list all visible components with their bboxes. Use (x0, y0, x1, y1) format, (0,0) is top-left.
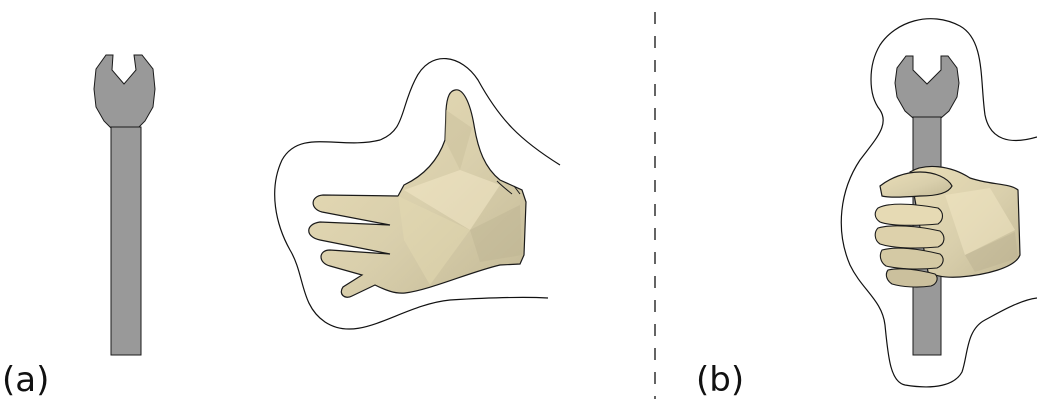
panel-b: (b) (696, 19, 1037, 399)
wrench-b-head (895, 56, 959, 118)
panel-label-b: (b) (696, 360, 744, 399)
panel-a: (a) (2, 55, 560, 399)
grasping-hand (875, 166, 1020, 287)
wrench-a-head (94, 55, 155, 128)
wrench-a-handle (111, 127, 141, 355)
panel-label-a: (a) (2, 360, 49, 399)
grasping-finger-1 (875, 204, 942, 225)
open-hand (309, 90, 526, 297)
grasping-finger-2 (875, 226, 944, 248)
wrench-a (94, 55, 155, 355)
